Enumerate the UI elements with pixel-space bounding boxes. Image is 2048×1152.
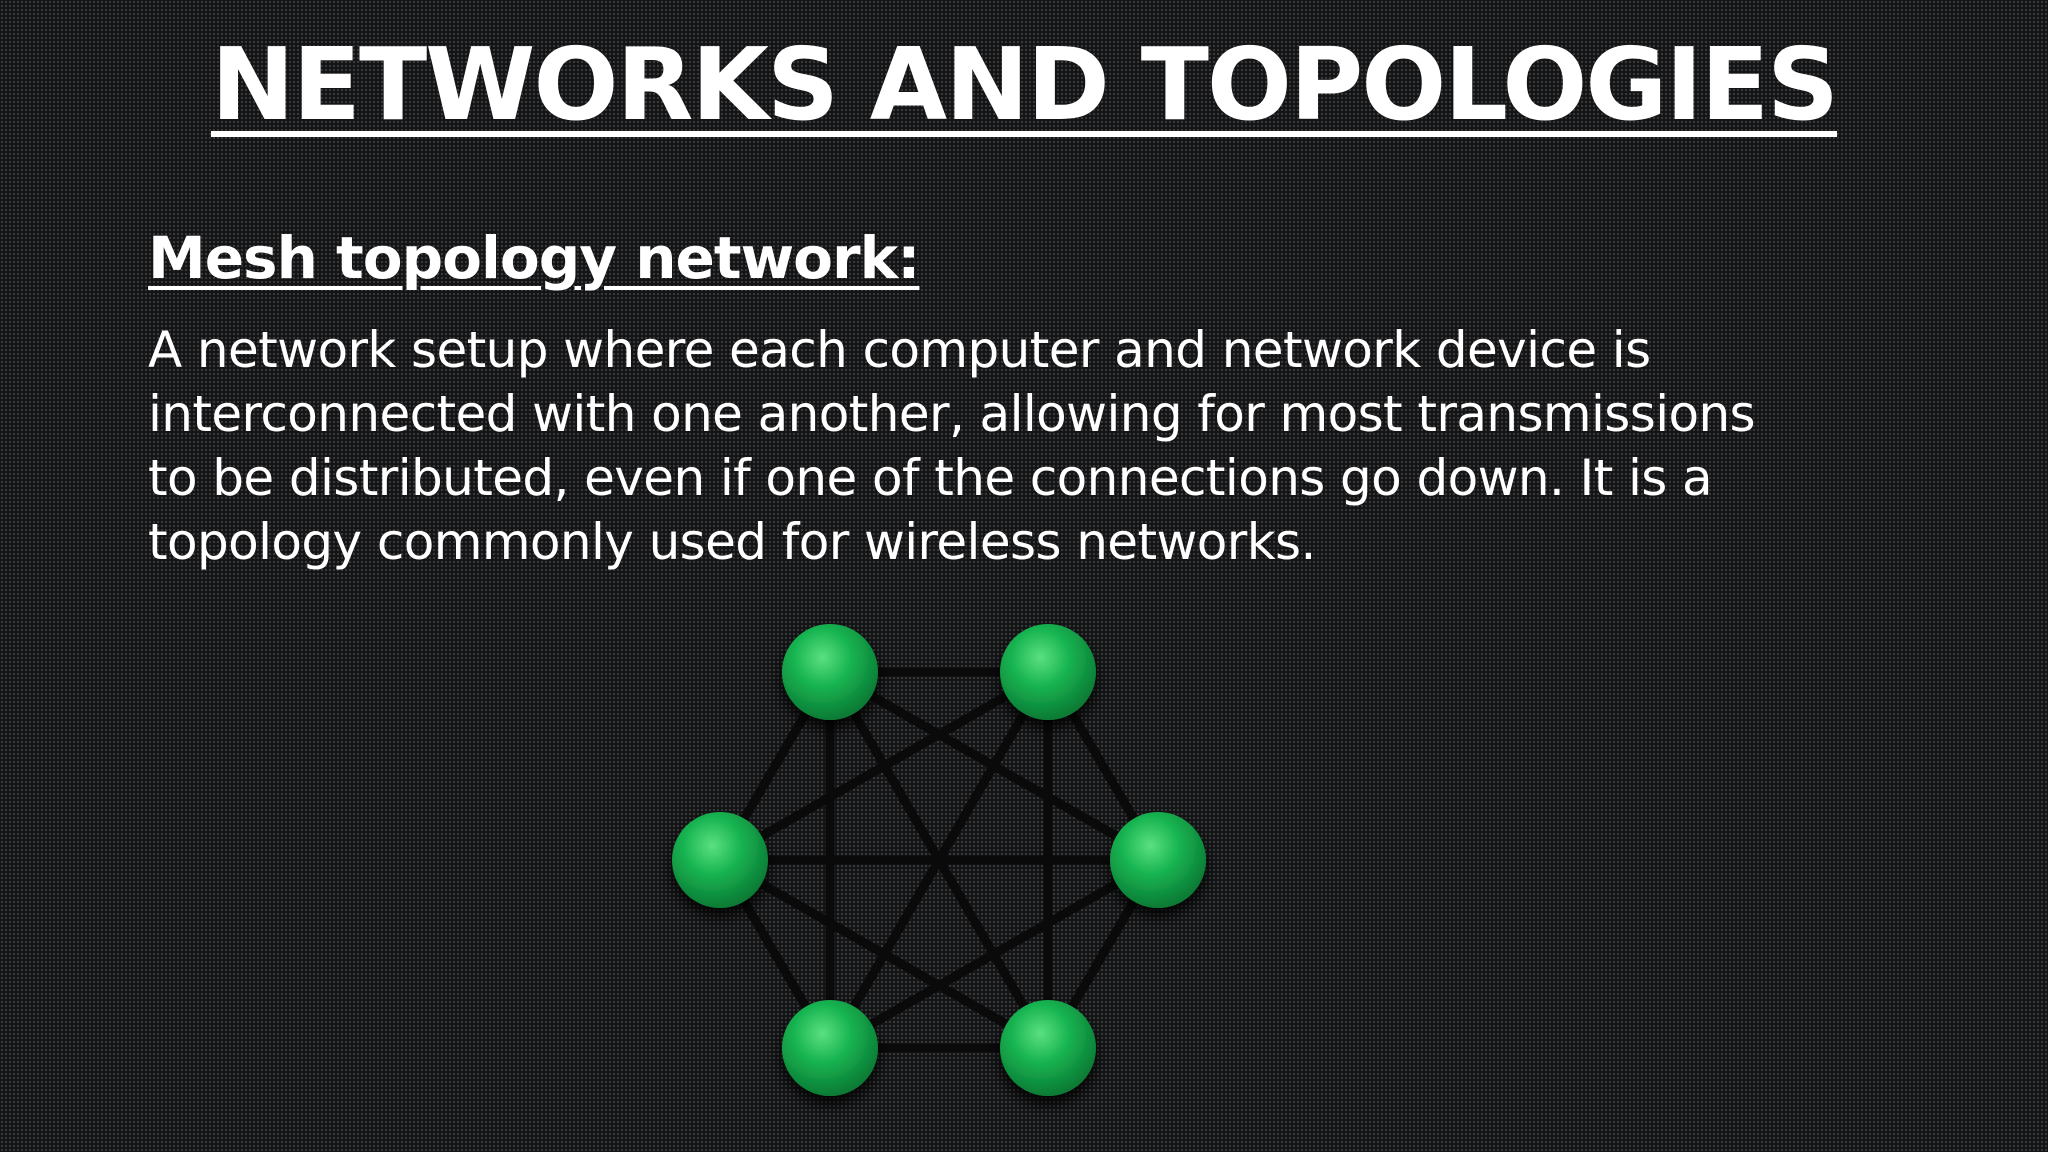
mesh-node-middle-right — [1110, 812, 1206, 908]
definition-text: A network setup where each computer and … — [148, 321, 1756, 571]
mesh-node-bottom-left — [782, 1000, 878, 1096]
mesh-link-top-right-middle-left — [715, 667, 1053, 865]
mesh-topology-diagram — [640, 600, 1280, 1140]
mesh-topology-svg — [672, 624, 1206, 1096]
mesh-node-top-right — [1000, 624, 1096, 720]
mesh-links — [715, 667, 1163, 1053]
mesh-node-bottom-right — [1000, 1000, 1096, 1096]
mesh-node-middle-left — [672, 812, 768, 908]
slide-title: NETWORKS AND TOPOLOGIES — [210, 26, 1839, 143]
mesh-node-top-left — [782, 624, 878, 720]
mesh-link-middle-left-bottom-right — [715, 855, 1053, 1053]
mesh-link-middle-right-bottom-left — [825, 855, 1163, 1053]
mesh-nodes — [672, 624, 1206, 1096]
section-heading: Mesh topology network: — [148, 224, 920, 292]
